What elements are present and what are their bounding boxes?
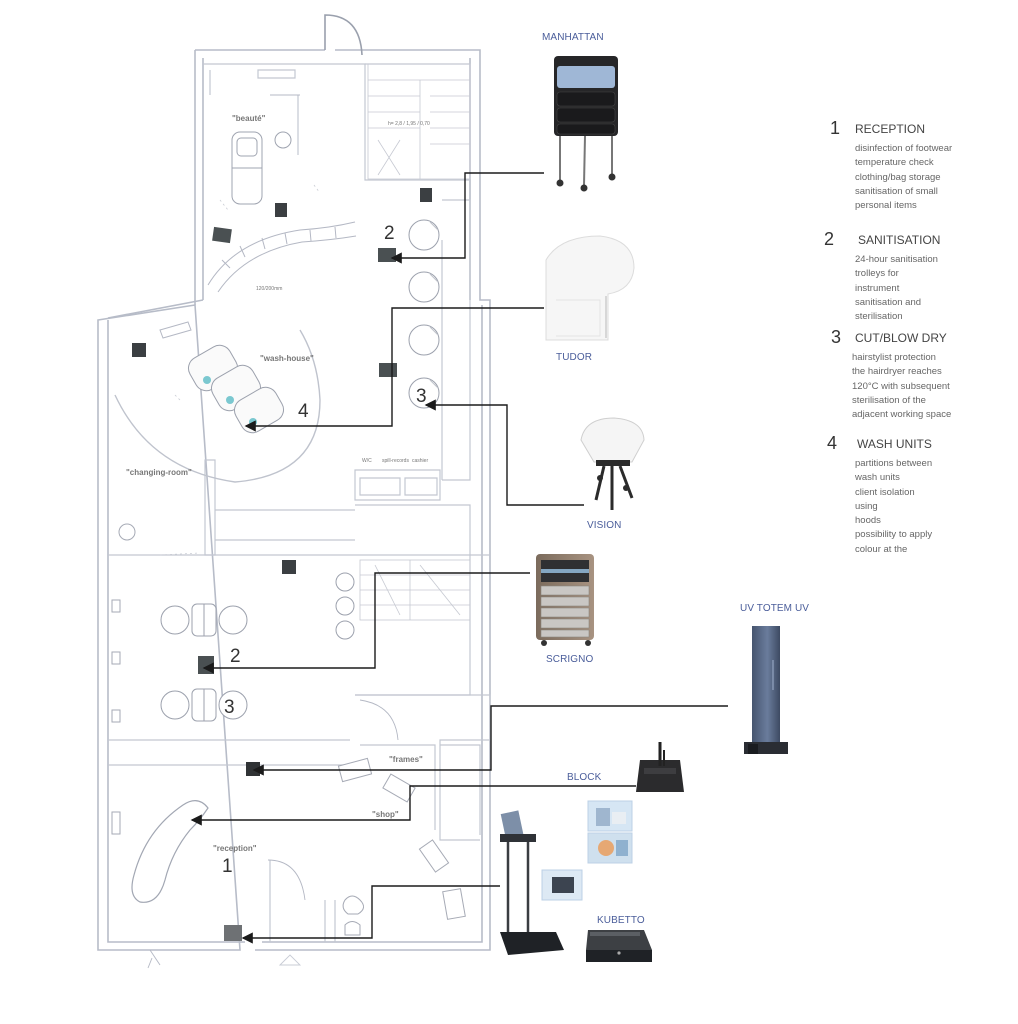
small-note-cashier: cashier xyxy=(412,458,428,464)
legend-line: wash units xyxy=(855,472,900,484)
legend-line: hoods xyxy=(855,515,881,527)
beauty-bed xyxy=(231,131,292,205)
zone-marker-sanitisation-upper: 2 xyxy=(384,223,395,244)
arrow-scrigno xyxy=(202,572,530,674)
legend-line: personal items xyxy=(855,200,917,212)
product-label-scrigno: SCRIGNO xyxy=(546,654,594,665)
sanitiser-stand-image xyxy=(500,810,564,955)
room-label-frames: "frames" xyxy=(389,755,423,764)
room-label-changing-room: "changing-room" xyxy=(126,468,192,477)
tudor-hood-image xyxy=(545,235,635,341)
small-note-wc: W/C xyxy=(362,458,372,464)
wash-house-arc xyxy=(114,329,321,483)
product-label-kubetto: KUBETTO xyxy=(597,915,645,926)
legend-line: partitions between xyxy=(855,458,933,469)
reception-desk xyxy=(131,800,209,903)
legend-title: SANITISATION xyxy=(858,233,941,247)
kubetto-device-image xyxy=(586,930,652,962)
small-note-spill: spill-records xyxy=(382,458,409,464)
legend-line: instrument xyxy=(855,282,900,294)
manhattan-trolley-image xyxy=(554,56,618,192)
vision-hood-image xyxy=(580,417,645,510)
room-label-reception: "reception" xyxy=(213,844,257,853)
uv-totem-image xyxy=(744,626,788,754)
building-outline xyxy=(97,14,491,951)
curved-counter xyxy=(159,221,357,339)
arrow-vision xyxy=(424,399,584,506)
door-swings xyxy=(147,94,399,969)
small-note-height: h= 2,8 / 1,95 / 0,70 xyxy=(388,121,430,127)
arrow-kubetto xyxy=(241,885,500,944)
legend-title: RECEPTION xyxy=(855,122,926,136)
room-label-wash-house: "wash-house" xyxy=(260,354,314,363)
zone-marker-sanitisation-lower: 2 xyxy=(230,646,241,667)
legend-number: 4 xyxy=(827,433,838,453)
legend-number: 1 xyxy=(830,118,841,138)
legend-line: sanitisation of small xyxy=(855,185,938,197)
scrigno-cabinet-image xyxy=(536,554,594,646)
zone-marker-wash: 4 xyxy=(298,401,309,422)
legend-line: sterilisation of the xyxy=(852,394,926,406)
room-label-beauty: "beauté" xyxy=(232,114,266,123)
arrow-manhattan xyxy=(390,172,544,264)
legend-line: possibility to apply xyxy=(855,529,933,541)
styling-chairs-upper xyxy=(408,219,440,409)
product-label-block: BLOCK xyxy=(567,772,602,783)
legend-line: trolleys for xyxy=(855,268,899,280)
legend-line: disinfection of footwear xyxy=(855,143,953,154)
zone-marker-cut-blow-lower: 3 xyxy=(224,697,235,718)
legend-line: sanitisation and xyxy=(855,296,922,308)
photo-thumbnails xyxy=(541,800,633,901)
legend-line: using xyxy=(855,500,878,512)
legend-number: 2 xyxy=(824,229,835,249)
staircase-middle xyxy=(359,559,471,621)
legend-line: hairstylist protection xyxy=(852,352,936,363)
product-label-vision: VISION xyxy=(587,520,622,531)
legend-line: colour at the xyxy=(855,543,908,555)
legend-description: hairstylist protection the hairdryer rea… xyxy=(852,351,951,422)
staircase-top xyxy=(367,63,471,180)
legend-line: temperature check xyxy=(855,157,934,169)
zone-marker-cut-blow-upper: 3 xyxy=(416,386,427,407)
legend-title: WASH UNITS xyxy=(857,437,932,451)
room-label-shop: "shop" xyxy=(372,810,399,819)
product-label-manhattan: MANHATTAN xyxy=(542,32,604,43)
styling-chairs-lower xyxy=(160,572,355,722)
legend-line: sterilisation xyxy=(855,311,903,323)
arrow-uv-totem xyxy=(252,705,728,776)
legend-line: 24-hour sanitisation xyxy=(855,254,938,265)
block-device-image xyxy=(636,742,684,792)
legend-line: clothing/bag storage xyxy=(855,171,941,183)
shop-shelving xyxy=(111,523,466,936)
legend-description: 24-hour sanitisation trolleys for instru… xyxy=(855,253,938,324)
legend-line: client isolation xyxy=(855,486,915,498)
dotted-markings xyxy=(159,184,321,556)
small-note-size: 120/200mm xyxy=(256,286,282,292)
arrow-tudor xyxy=(244,307,544,432)
legend-description: disinfection of footwear temperature che… xyxy=(855,142,952,213)
interior-walls xyxy=(108,63,491,942)
legend-title: CUT/BLOW DRY xyxy=(855,331,947,345)
legend-line: adjacent working space xyxy=(852,409,952,421)
legend-number: 3 xyxy=(831,327,842,347)
legend-description: partitions between wash units client iso… xyxy=(855,457,932,557)
leader-arrows xyxy=(190,172,728,944)
product-label-uv-totem: UV TOTEM UV xyxy=(740,603,810,614)
zone-marker-reception: 1 xyxy=(222,856,233,877)
legend-line: the hairdryer reaches xyxy=(852,366,942,378)
legend-line: 120°C with subsequent xyxy=(852,380,950,392)
product-label-tudor: TUDOR xyxy=(556,352,593,363)
arrow-block xyxy=(190,785,636,826)
